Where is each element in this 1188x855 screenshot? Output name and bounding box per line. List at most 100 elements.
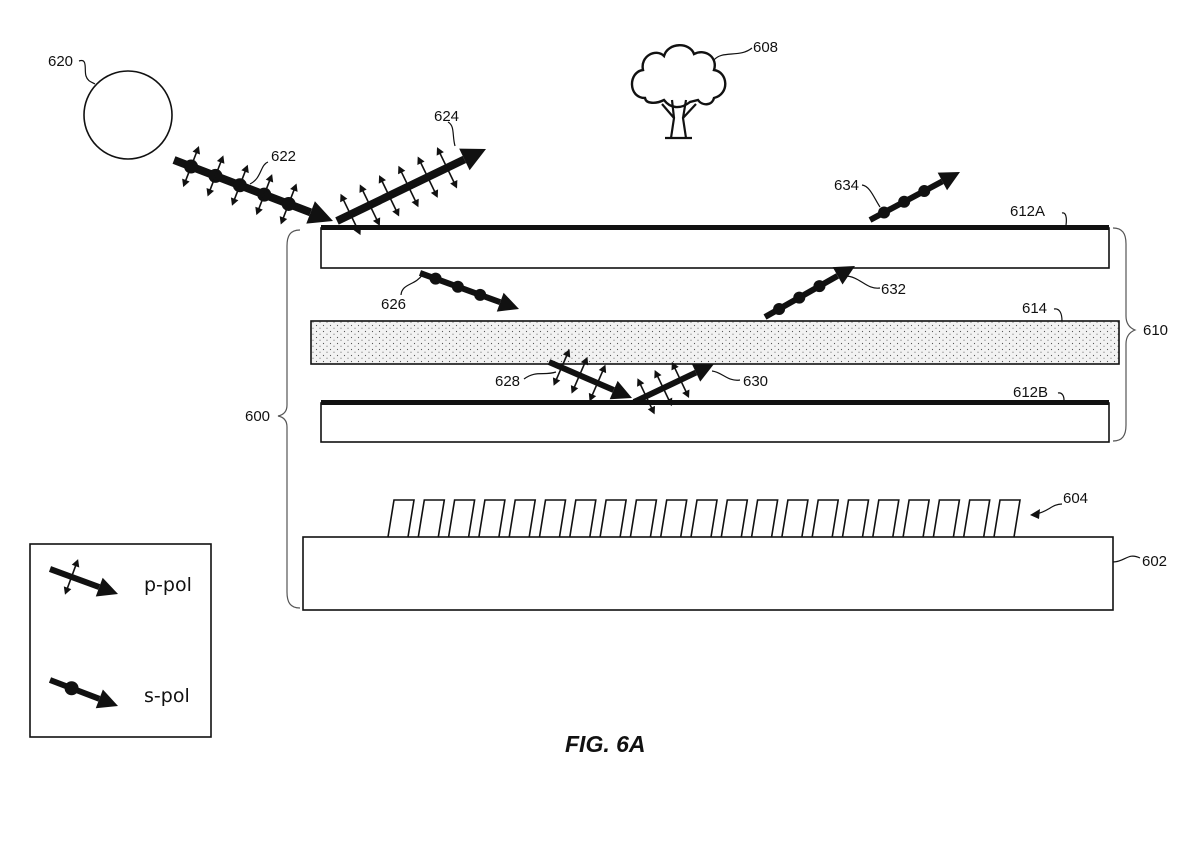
tree-608: 608: [630, 39, 778, 140]
substrate-602: 602: [302, 536, 1167, 611]
arrow-shaft: [632, 369, 698, 405]
legend-p-pol-label: p-pol: [144, 574, 192, 596]
arrow-shaft: [48, 566, 101, 590]
brace-610: [1112, 227, 1137, 442]
p-pol-arrowhead-icon: [682, 389, 690, 399]
arrow-head-icon: [459, 148, 486, 171]
p-pol-arrowhead-icon: [359, 184, 367, 193]
layer-612A-coating: [321, 225, 1109, 230]
leader-line: [78, 59, 96, 85]
grating-tooth: [447, 499, 476, 538]
p-pol-double-arrow-icon: [637, 379, 655, 413]
grating-tooth: [569, 499, 597, 538]
arrow-head-icon: [306, 201, 333, 224]
label-604: 604: [1063, 490, 1088, 507]
arrow-head-icon: [609, 380, 632, 400]
label-620: 620: [48, 53, 73, 70]
layer-612A: 612A: [320, 203, 1110, 269]
grating-tooth: [478, 499, 506, 538]
p-pol-arrowhead-icon: [664, 397, 673, 407]
leader-line: [1035, 503, 1063, 515]
legend-s-pol-arrow: [48, 677, 118, 709]
p-pol-arrowhead-icon: [340, 193, 348, 203]
grating-tooth: [538, 499, 567, 538]
p-pol-double-arrow-icon: [379, 176, 399, 216]
grating-604: [387, 499, 1021, 538]
p-pol-arrowhead-icon: [671, 361, 679, 371]
grating-tooth: [750, 499, 779, 538]
grating-604-pointer: 604: [1030, 490, 1088, 519]
p-pol-arrowhead-icon: [206, 188, 215, 197]
leader-line: [1061, 212, 1067, 226]
layer-614: 614: [310, 300, 1120, 365]
s-pol-dot-icon: [773, 303, 786, 316]
legend-arrows: [48, 559, 118, 709]
p-pol-arrowhead-icon: [265, 174, 274, 183]
sun-circle-icon: [83, 70, 173, 160]
p-pol-double-arrow-icon: [417, 157, 438, 197]
grating-tooth: [599, 499, 628, 538]
figure-caption: FIG. 6A: [565, 731, 646, 757]
grating-tooth: [720, 499, 749, 538]
light-arrows: [172, 146, 960, 415]
grating-tooth: [781, 499, 809, 538]
p-pol-double-arrow-icon: [437, 148, 457, 188]
s-pol-dot-icon: [429, 272, 442, 285]
grating-tooth: [962, 499, 991, 538]
p-pol-double-arrow-icon: [589, 366, 606, 400]
p-pol-arrowhead-icon: [588, 392, 597, 402]
grating-tooth: [387, 499, 415, 538]
legend-box: [29, 543, 212, 738]
arrow-head-icon: [95, 689, 118, 709]
layer-614-body: [310, 320, 1120, 365]
stack-610-brace: 610: [1112, 227, 1168, 442]
p-pol-arrowhead-icon: [411, 198, 419, 208]
p-pol-double-arrow-icon: [280, 185, 297, 223]
grating-tooth: [690, 499, 718, 538]
arrow-head-icon: [832, 266, 855, 285]
p-pol-arrowhead-icon: [552, 377, 561, 386]
p-pol-arrowhead-icon: [378, 175, 386, 184]
arrow-head-icon: [496, 292, 519, 312]
label-608: 608: [753, 39, 778, 56]
label-610: 610: [1143, 322, 1168, 339]
grating-tooth: [417, 499, 446, 538]
leader-line-626: [400, 273, 424, 296]
label-622: 622: [271, 148, 296, 165]
p-pol-double-arrow-icon: [672, 363, 689, 397]
p-pol-arrowhead-icon: [353, 226, 361, 236]
arrow-622-incident: [172, 146, 333, 225]
leader-line: [1057, 392, 1065, 401]
leader-line-634: [861, 184, 881, 208]
layer-612A-body: [320, 227, 1110, 269]
p-pol-arrowhead-icon: [216, 155, 225, 164]
p-pol-arrowhead-icon: [450, 180, 458, 189]
p-pol-arrowhead-icon: [71, 559, 80, 568]
p-pol-double-arrow-icon: [571, 358, 588, 393]
arrow-head-icon: [95, 577, 118, 597]
p-pol-double-arrow-icon: [207, 156, 224, 195]
arrow-630-p-pol: [632, 361, 714, 415]
layer-612B-body: [320, 402, 1110, 443]
label-628: 628: [495, 373, 520, 390]
leader-line-622: [249, 161, 269, 185]
grating-tooth: [932, 499, 961, 538]
p-pol-double-arrow-icon: [256, 175, 273, 214]
legend-s-pol-label: s-pol: [144, 685, 190, 707]
p-pol-arrowhead-icon: [598, 364, 607, 374]
arrow-shaft: [335, 155, 467, 225]
leader-line: [1112, 555, 1141, 563]
grating-tooth: [993, 499, 1021, 538]
arrow-shaft: [547, 359, 615, 393]
substrate-body: [302, 536, 1114, 611]
arrow-632-s-pol: [763, 266, 855, 320]
p-pol-arrowhead-icon: [230, 197, 239, 206]
grating-tooth: [902, 499, 931, 538]
s-pol-dot-icon: [813, 280, 826, 293]
s-pol-dot-icon: [878, 206, 891, 219]
layer-612B: 612B: [320, 384, 1110, 443]
p-pol-arrowhead-icon: [637, 378, 645, 387]
arrow-head-icon: [1030, 509, 1040, 519]
grating-tooth: [629, 499, 658, 538]
grating-tooth: [872, 499, 900, 538]
